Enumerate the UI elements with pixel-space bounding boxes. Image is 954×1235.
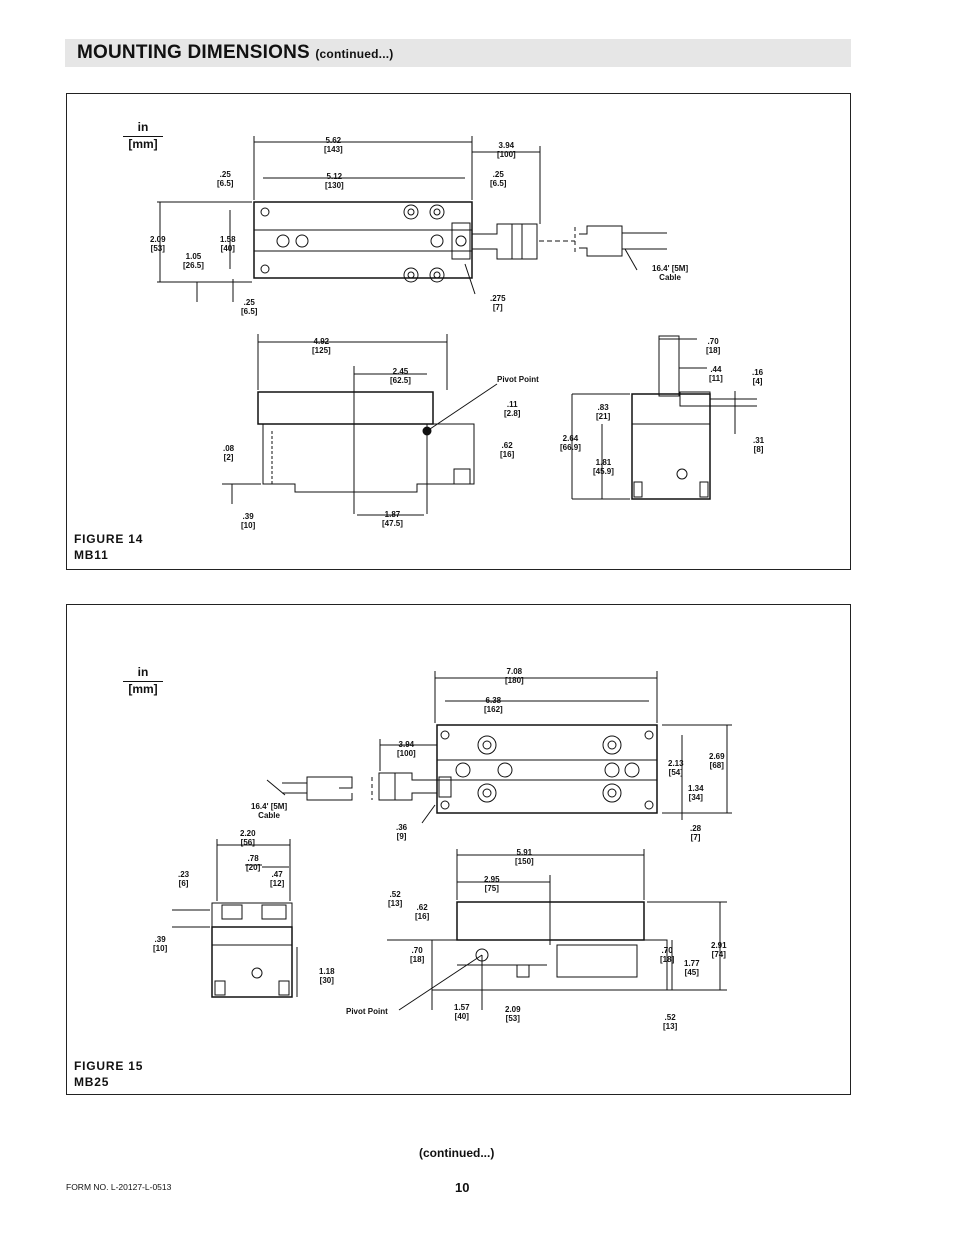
dim-label: .25[6.5]	[241, 298, 258, 316]
dim-label: .28[7]	[690, 824, 702, 842]
figure-15-caption: FIGURE 15 MB25	[74, 1058, 143, 1090]
dim-label: .08[2]	[223, 444, 235, 462]
figure-15-number: FIGURE 15	[74, 1059, 144, 1073]
units-inch: in	[123, 665, 163, 682]
dim-label: 6.38[162]	[484, 696, 503, 714]
units-mm: [mm]	[128, 137, 158, 151]
dim-label: 2.45[62.5]	[390, 367, 411, 385]
dim-label: .11[2.8]	[504, 400, 521, 418]
units-legend: in [mm]	[123, 120, 163, 152]
dim-label: 1.58[40]	[220, 235, 236, 253]
dim-label: 2.09[53]	[150, 235, 166, 253]
dim-label: .52[13]	[663, 1013, 678, 1031]
mb25-side-view	[172, 839, 298, 998]
dim-label: .52[13]	[388, 890, 403, 908]
dim-label: 1.34[34]	[688, 784, 704, 802]
dim-label: 2.69[68]	[709, 752, 725, 770]
section-header: MOUNTING DIMENSIONS (continued...)	[65, 39, 851, 67]
dim-label: 1.81[45.9]	[593, 458, 614, 476]
dim-label: .62[16]	[500, 441, 515, 459]
mb25-top-view	[266, 671, 732, 824]
form-number: FORM NO. L-20127-L-0513	[66, 1182, 172, 1192]
figure-15-drawing	[172, 671, 732, 1011]
units-inch: in	[123, 120, 163, 137]
figure-14-box: in [mm]	[66, 93, 851, 570]
dim-label: 3.94[100]	[397, 740, 416, 758]
figure-15-box: in [mm]	[66, 604, 851, 1095]
dim-label: .70[18]	[410, 946, 425, 964]
dim-label: 5.91[150]	[515, 848, 534, 866]
dim-label: 7.08[180]	[505, 667, 524, 685]
dim-label: 1.05[26.5]	[183, 252, 204, 270]
mb25-front-view	[387, 849, 727, 1011]
dim-label: .47[12]	[270, 870, 285, 888]
dim-label: .275[7]	[490, 294, 506, 312]
pivot-point-label: Pivot Point	[497, 375, 539, 384]
dim-label: 1.18[30]	[319, 967, 335, 985]
dim-label: .31[8]	[753, 436, 765, 454]
dim-label: 5.62[143]	[324, 136, 343, 154]
dim-label: .70[18]	[706, 337, 721, 355]
dim-label: 2.09[53]	[505, 1005, 521, 1023]
continued-note: (continued...)	[419, 1146, 495, 1160]
mb11-side-view	[571, 335, 757, 500]
figure-14-model: MB11	[74, 548, 109, 562]
dim-label: .78[20]	[246, 854, 261, 872]
dim-label: .83[21]	[596, 403, 611, 421]
section-title-suffix: (continued...)	[315, 47, 394, 61]
dim-label: .36[9]	[396, 823, 408, 841]
dim-label: .25[6.5]	[490, 170, 507, 188]
cable-label: 16.4' [5M]Cable	[652, 264, 689, 282]
dim-label: 2.64[66.9]	[560, 434, 581, 452]
dim-label: 1.77[45]	[684, 959, 700, 977]
dim-label: 2.13[54]	[668, 759, 684, 777]
dim-label: 1.87[47.5]	[382, 510, 403, 528]
dim-label: .23[6]	[178, 870, 190, 888]
section-title-text: MOUNTING DIMENSIONS	[77, 42, 310, 63]
cable-label: 16.4' [5M]Cable	[251, 802, 288, 820]
pivot-point-label: Pivot Point	[346, 1007, 388, 1016]
section-title: MOUNTING DIMENSIONS (continued...)	[77, 42, 393, 64]
mb11-front-view	[222, 334, 498, 516]
mb11-top-view	[157, 136, 667, 302]
dim-label: .39[10]	[153, 935, 168, 953]
dim-label: .39[10]	[241, 512, 256, 530]
dim-label: .16[4]	[752, 368, 764, 386]
units-legend: in [mm]	[123, 665, 163, 697]
dim-label: 4.92[125]	[312, 337, 331, 355]
dim-label: 2.91[74]	[711, 941, 727, 959]
units-mm: [mm]	[128, 682, 158, 696]
figure-15-model: MB25	[74, 1075, 110, 1089]
dim-label: .25[6.5]	[217, 170, 234, 188]
figure-14-caption: FIGURE 14 MB11	[74, 531, 143, 563]
dim-label: 3.94[100]	[497, 141, 516, 159]
dim-label: .44[11]	[709, 365, 723, 383]
dim-label: .62[16]	[415, 903, 430, 921]
dim-label: 2.20[56]	[240, 829, 256, 847]
figure-14-number: FIGURE 14	[74, 532, 144, 546]
figure-14-drawing	[157, 136, 757, 516]
dim-label: 2.95[75]	[484, 875, 500, 893]
page-number: 10	[455, 1180, 470, 1195]
dim-label: 1.57[40]	[454, 1003, 470, 1021]
dim-label: 5.12[130]	[325, 172, 344, 190]
dim-label: .70[18]	[660, 946, 675, 964]
